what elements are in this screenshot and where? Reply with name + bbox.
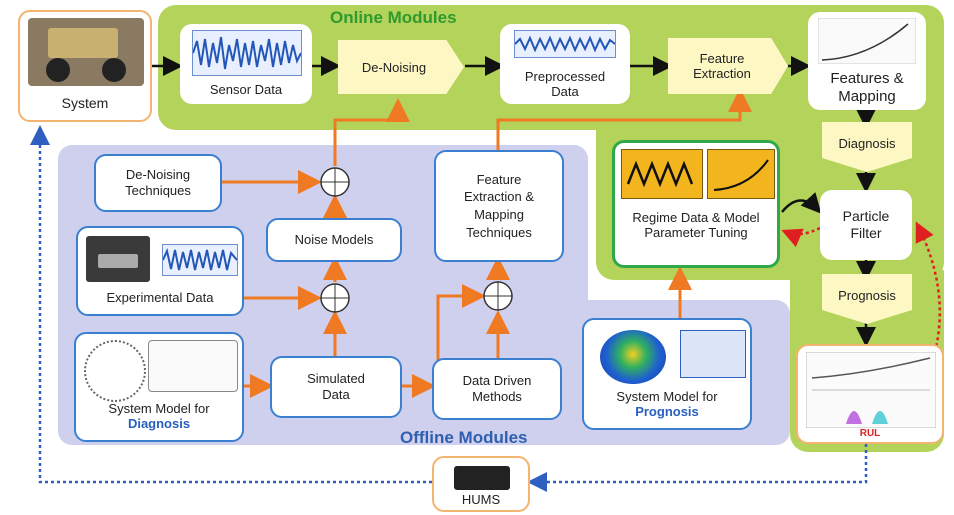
sum-node-1: [320, 167, 350, 197]
system-model-prognosis-line1: System Model for: [616, 388, 718, 404]
regime-tuning-box: Regime Data & Model Parameter Tuning: [612, 140, 780, 268]
particle-filter-box: Particle Filter: [820, 190, 912, 260]
noise-models-label: Noise Models: [294, 232, 374, 248]
prognosis-label: Prognosis: [838, 287, 896, 303]
diagnosis-label: Diagnosis: [838, 135, 896, 151]
simulated-data-label: Simulated Data: [307, 371, 365, 402]
gear-model-image: [84, 340, 146, 402]
system-model-prognosis-line2: Prognosis: [635, 404, 699, 420]
arrow-feature-online: [496, 88, 752, 150]
system-label: System: [61, 95, 109, 112]
preprocessed-label: Preprocessed Data: [524, 68, 606, 100]
system-model-diagnosis-box: System Model for Diagnosis: [74, 332, 244, 442]
rul-label: RUL: [859, 428, 881, 439]
mapping-curve-image: [818, 18, 916, 64]
dotted-hums-system: [30, 125, 432, 484]
system-model-diagnosis-line2: Diagnosis: [127, 416, 191, 432]
feature-extraction-step: Feature Extraction: [668, 38, 788, 94]
particle-filter-label: Particle Filter: [842, 208, 890, 241]
dotted-rul-hums: [527, 444, 868, 492]
denoising-techniques-box: De-Noising Techniques: [94, 154, 222, 212]
hums-device-image: [454, 466, 510, 490]
rul-box: RUL: [796, 344, 944, 444]
experimental-rig-image: [86, 236, 150, 282]
sensor-data-label: Sensor Data: [209, 82, 283, 98]
simulated-data-box: Simulated Data: [270, 356, 402, 418]
sensor-signal-image: [192, 30, 302, 76]
denoising-label: De-Noising: [361, 59, 427, 75]
arrow-regime-filter: [781, 192, 822, 214]
sensor-data-box: Sensor Data: [180, 24, 312, 104]
feature-extraction-label: Feature Extraction: [693, 51, 751, 81]
system-model-diagnosis-line1: System Model for: [108, 400, 210, 416]
arrow-datadriven-sum3: [414, 284, 486, 388]
feature-extraction-mapping-box: Feature Extraction & Mapping Techniques: [434, 150, 564, 262]
feature-extraction-mapping-label: Feature Extraction & Mapping Techniques: [463, 171, 535, 240]
fault-growth-image: [707, 149, 775, 199]
preprocessed-signal-image: [514, 30, 616, 58]
arrow-sum1-denoising: [333, 98, 410, 166]
data-driven-methods-box: Data Driven Methods: [432, 358, 562, 420]
arrow-filter-regime-red: [781, 226, 821, 248]
data-driven-methods-label: Data Driven Methods: [462, 373, 532, 404]
system-box: System: [18, 10, 152, 122]
experimental-signal-image: [162, 244, 238, 276]
online-modules-title: Online Modules: [330, 8, 457, 27]
loading-profile-image: [621, 149, 703, 199]
regime-tuning-label: Regime Data & Model Parameter Tuning: [632, 209, 760, 241]
denoising-techniques-label: De-Noising Techniques: [125, 167, 191, 198]
denoising-step: De-Noising: [338, 40, 464, 94]
hums-box: HUMS: [432, 456, 530, 512]
prognosis-table-image: [680, 330, 746, 378]
experimental-data-label: Experimental Data: [106, 290, 214, 306]
rul-plot-image: [806, 352, 936, 428]
noise-models-box: Noise Models: [266, 218, 402, 262]
arrow-rul-filter-red: [915, 221, 942, 353]
truck-image: [28, 18, 144, 86]
system-model-prognosis-box: System Model for Prognosis: [582, 318, 752, 430]
hums-label: HUMS: [461, 492, 501, 508]
preprocessed-data-box: Preprocessed Data: [500, 24, 630, 104]
prognosis-surface-image: [600, 330, 666, 384]
diagnosis-model-diagram-image: [148, 340, 238, 392]
sum-node-2: [320, 283, 350, 313]
features-mapping-label: Features & Mapping: [830, 70, 904, 105]
offline-modules-title: Offline Modules: [400, 428, 528, 447]
sum-node-3: [483, 281, 513, 311]
experimental-data-box: Experimental Data: [76, 226, 244, 316]
features-mapping-box: Features & Mapping: [808, 12, 926, 110]
